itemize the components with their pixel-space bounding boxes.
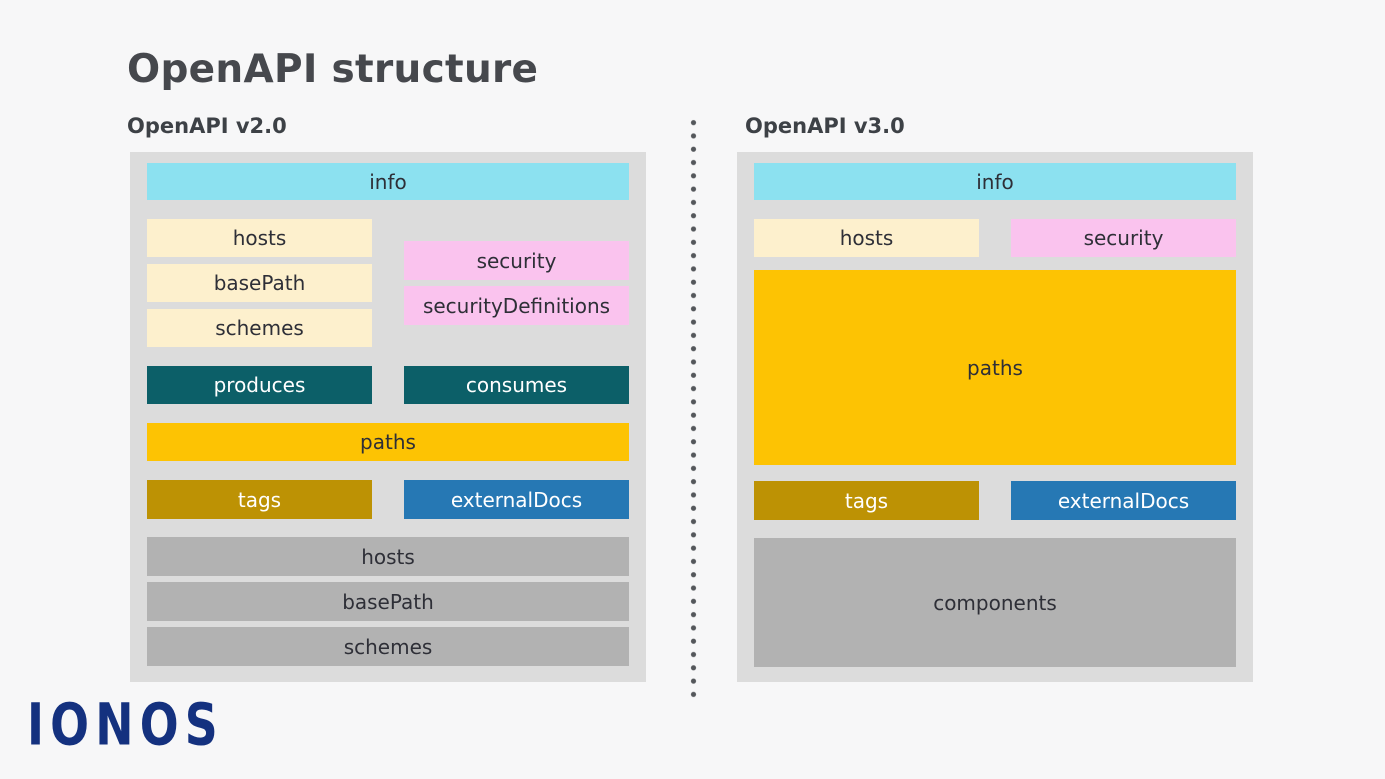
v2-paths-box: paths [147,423,629,461]
v2-security-definitions-box: securityDefinitions [404,286,629,325]
ionos-logo: IONOS [27,692,224,760]
v2-security-box: security [404,241,629,280]
v3-security-box: security [1011,219,1236,257]
v3-tags-row: tags externalDocs [754,481,1236,520]
v2-tags-row: tags externalDocs [147,480,629,519]
v2-deprecated-hosts-box: hosts [147,537,629,576]
panel-label-v2: OpenAPI v2.0 [127,114,287,138]
v2-tags-box: tags [147,480,372,519]
v2-panel: info hosts basePath schemes security sec… [130,152,646,682]
v3-hosts-box: hosts [754,219,979,257]
v2-deprecated-schemes-box: schemes [147,627,629,666]
v3-tags-box: tags [754,481,979,520]
v3-paths-box: paths [754,270,1236,465]
v2-external-docs-box: externalDocs [404,480,629,519]
v2-consumes-box: consumes [404,366,629,404]
panel-label-v3: OpenAPI v3.0 [745,114,905,138]
v3-components-box: components [754,538,1236,667]
v2-basepath-box: basePath [147,264,372,302]
v2-host-column: hosts basePath schemes [147,219,372,347]
dotted-divider [687,116,700,702]
v3-external-docs-box: externalDocs [1011,481,1236,520]
v2-deprecated-group: hosts basePath schemes [147,537,629,666]
v2-produces-box: produces [147,366,372,404]
v3-info-box: info [754,163,1236,200]
v3-panel: info hosts security paths tags externalD… [737,152,1253,682]
v2-info-box: info [147,163,629,200]
v2-deprecated-basepath-box: basePath [147,582,629,621]
v2-meta-group: hosts basePath schemes security security… [147,219,629,347]
v2-schemes-box: schemes [147,309,372,347]
v2-produces-consumes-row: produces consumes [147,366,629,404]
page-title: OpenAPI structure [127,47,539,92]
v2-security-column: security securityDefinitions [404,219,629,347]
v2-hosts-box: hosts [147,219,372,257]
v3-hosts-security-row: hosts security [754,219,1236,257]
